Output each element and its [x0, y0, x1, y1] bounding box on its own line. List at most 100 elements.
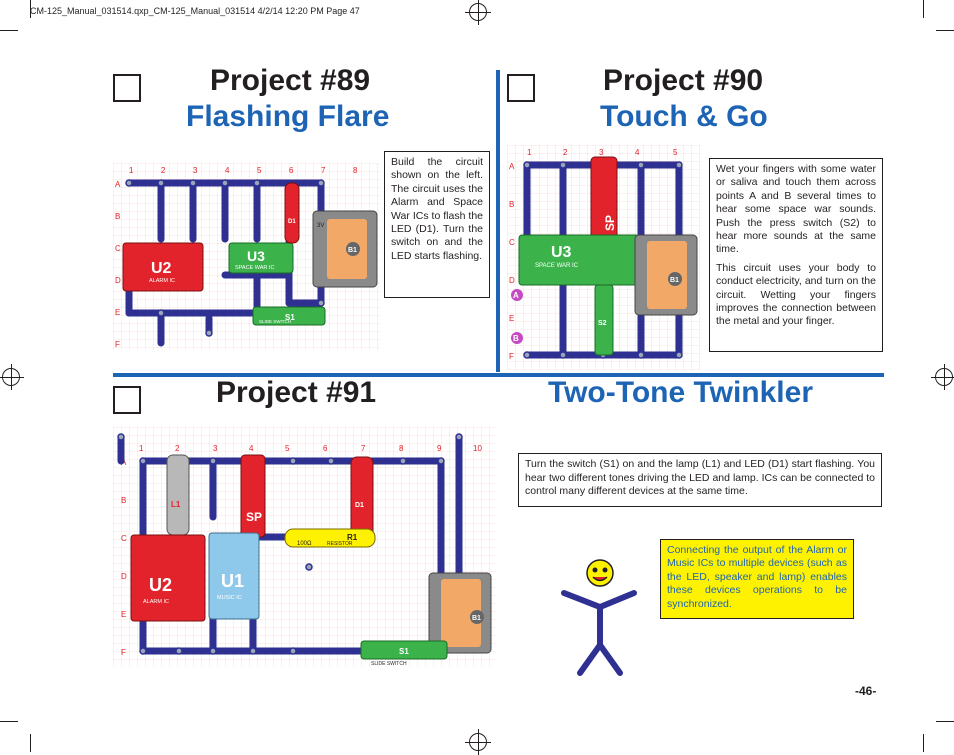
svg-text:8: 8	[353, 166, 358, 175]
svg-text:B: B	[115, 212, 120, 221]
svg-text:L1: L1	[171, 500, 181, 509]
svg-text:R1: R1	[347, 533, 358, 542]
svg-text:S1: S1	[285, 313, 295, 322]
mascot-stick-figure-icon	[561, 559, 637, 676]
crop-mark	[0, 721, 18, 722]
svg-text:SP: SP	[246, 510, 262, 524]
svg-text:4: 4	[225, 166, 230, 175]
svg-text:5: 5	[673, 148, 678, 157]
svg-text:A: A	[509, 162, 515, 171]
svg-text:B1: B1	[348, 247, 357, 254]
svg-text:F: F	[121, 648, 126, 657]
registration-mark-icon	[0, 364, 24, 390]
svg-text:1: 1	[527, 148, 532, 157]
svg-text:3: 3	[193, 166, 198, 175]
crop-mark	[936, 30, 954, 31]
svg-text:4: 4	[635, 148, 640, 157]
project-90-checkbox[interactable]	[507, 74, 535, 102]
project-89-checkbox[interactable]	[113, 74, 141, 102]
crop-mark	[30, 734, 31, 752]
project-91-checkbox[interactable]	[113, 386, 141, 414]
project-89-title: Project #89	[210, 64, 371, 97]
svg-text:6: 6	[289, 166, 294, 175]
svg-text:E: E	[121, 610, 126, 619]
svg-text:C: C	[509, 238, 515, 247]
svg-text:U3: U3	[247, 248, 265, 264]
project-89-circuit-diagram: 1 2 3 4 5 6 7 8 A B C D E F U2 ALARM IC U3 SPACE WAR…	[113, 163, 380, 350]
svg-text:D1: D1	[288, 219, 296, 225]
page-number: -46-	[855, 684, 877, 698]
svg-text:RESISTOR: RESISTOR	[327, 541, 353, 547]
svg-text:6: 6	[323, 444, 328, 453]
svg-text:B1: B1	[670, 277, 679, 284]
svg-text:D: D	[121, 572, 127, 581]
svg-text:B1: B1	[472, 615, 481, 622]
svg-text:E: E	[509, 314, 514, 323]
svg-text:ALARM IC: ALARM IC	[149, 278, 175, 284]
column-divider	[496, 70, 500, 372]
project-91-subtitle: Two-Tone Twinkler	[548, 376, 813, 409]
svg-text:U3: U3	[551, 244, 572, 261]
svg-text:F: F	[509, 352, 514, 361]
project-90-title: Project #90	[603, 64, 764, 97]
svg-text:U1: U1	[221, 571, 244, 591]
svg-text:S2: S2	[598, 320, 607, 327]
svg-text:10: 10	[473, 444, 482, 453]
svg-text:SLIDE SWITCH: SLIDE SWITCH	[371, 661, 407, 667]
crop-mark	[0, 30, 18, 31]
svg-text:U2: U2	[149, 575, 172, 595]
svg-text:F: F	[115, 340, 120, 349]
svg-text:C: C	[121, 534, 127, 543]
svg-text:7: 7	[321, 166, 326, 175]
svg-text:2: 2	[161, 166, 166, 175]
svg-text:5: 5	[257, 166, 262, 175]
print-header: CM-125_Manual_031514.qxp_CM-125_Manual_0…	[30, 6, 360, 16]
svg-text:D: D	[115, 276, 121, 285]
project-89-subtitle: Flashing Flare	[186, 100, 390, 133]
svg-text:SPACE WAR IC: SPACE WAR IC	[235, 265, 274, 271]
svg-text:3: 3	[213, 444, 218, 453]
registration-mark-icon	[931, 364, 954, 390]
crop-mark	[923, 734, 924, 752]
svg-text:8: 8	[399, 444, 404, 453]
svg-text:2: 2	[563, 148, 568, 157]
svg-text:B: B	[509, 200, 514, 209]
synchronization-note: Connecting the output of the Alarm or Mu…	[660, 539, 854, 619]
svg-text:D: D	[509, 276, 515, 285]
u2-name: U2	[151, 260, 172, 277]
svg-text:2: 2	[175, 444, 180, 453]
svg-text:4: 4	[249, 444, 254, 453]
crop-mark	[30, 0, 31, 18]
svg-text:SPACE WAR IC: SPACE WAR IC	[535, 263, 579, 269]
svg-text:1: 1	[129, 166, 134, 175]
svg-text:3V: 3V	[317, 223, 324, 229]
section-divider	[113, 373, 884, 377]
svg-text:SP: SP	[603, 215, 617, 231]
svg-text:1: 1	[139, 444, 144, 453]
svg-text:3: 3	[599, 148, 604, 157]
project-91-title: Project #91	[216, 376, 377, 409]
svg-text:E: E	[115, 308, 120, 317]
svg-text:7: 7	[361, 444, 366, 453]
svg-text:C: C	[115, 244, 121, 253]
project-90-subtitle: Touch & Go	[600, 100, 768, 133]
touch-point-a: A	[513, 291, 519, 300]
registration-mark-icon	[465, 0, 491, 25]
svg-text:100Ω: 100Ω	[297, 541, 312, 547]
registration-mark-icon	[465, 729, 491, 755]
svg-text:D1: D1	[355, 502, 364, 509]
crop-mark	[936, 721, 954, 722]
svg-text:5: 5	[285, 444, 290, 453]
touch-point-b: B	[513, 334, 519, 343]
svg-text:A: A	[115, 180, 121, 189]
svg-text:SLIDE SWITCH: SLIDE SWITCH	[259, 319, 291, 324]
project-89-description: Build the circuit shown on the left. The…	[384, 151, 490, 298]
svg-text:ALARM IC: ALARM IC	[143, 599, 169, 605]
project-90-description: Wet your fingers with some water or sali…	[709, 158, 883, 352]
svg-text:B: B	[121, 496, 126, 505]
svg-text:9: 9	[437, 444, 442, 453]
svg-text:MUSIC IC: MUSIC IC	[217, 595, 242, 601]
project-91-description: Turn the switch (S1) on and the lamp (L1…	[518, 453, 882, 507]
